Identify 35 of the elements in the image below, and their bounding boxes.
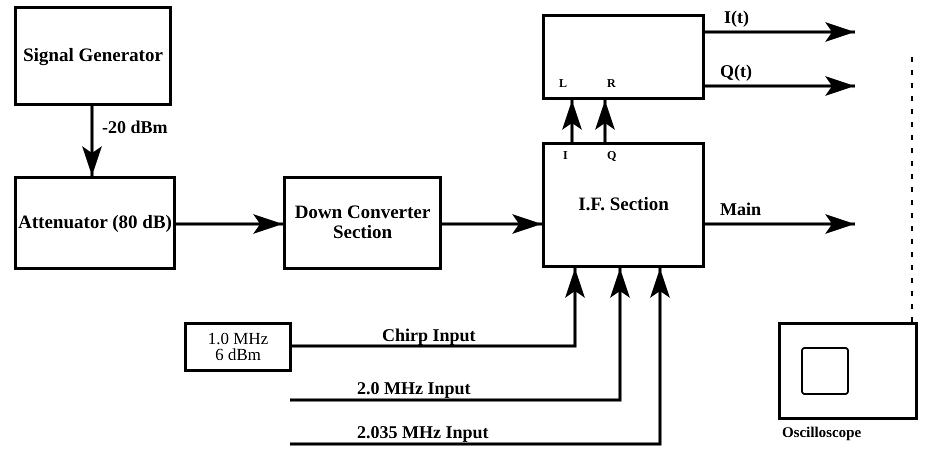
block-label: Down Converter Section [294,203,432,243]
block-box [283,176,442,270]
arrow [705,76,855,96]
arrow [562,100,582,142]
block-label: I.F. Section [578,195,669,215]
edge-label: 2.0 MHz Input [355,379,473,397]
edge-label: -20 dBm [100,118,170,136]
port-label: R [607,77,616,90]
edge-label: Main [718,200,764,218]
port-label: Q [607,149,616,162]
edge-label: Q(t) [718,62,754,80]
port-label: L [559,77,568,90]
edge-label: I(t) [722,8,751,26]
block-label: Signal Generator [23,46,163,66]
block-label: 1.0 MHz 6 dBm [206,330,270,364]
arrow [442,214,542,234]
block-label: Attenuator (80 dB) [18,213,172,233]
device-caption: Oscilloscope [780,426,864,441]
block-box [184,322,292,372]
arrow [290,268,670,446]
edge-label: Chirp Input [380,326,478,344]
arrow [705,214,855,234]
oscilloscope-drawing [778,322,918,420]
arrow [292,268,585,348]
block-box [542,14,705,100]
block-box [14,176,176,270]
arrow [176,214,283,234]
arrow [82,106,102,176]
port-label: I [563,149,568,162]
block-box [542,142,705,268]
arrow [705,22,855,42]
arrow [290,268,630,402]
block-box [14,6,172,106]
edge-label: 2.035 MHz Input [355,423,491,441]
arrow [595,100,615,142]
